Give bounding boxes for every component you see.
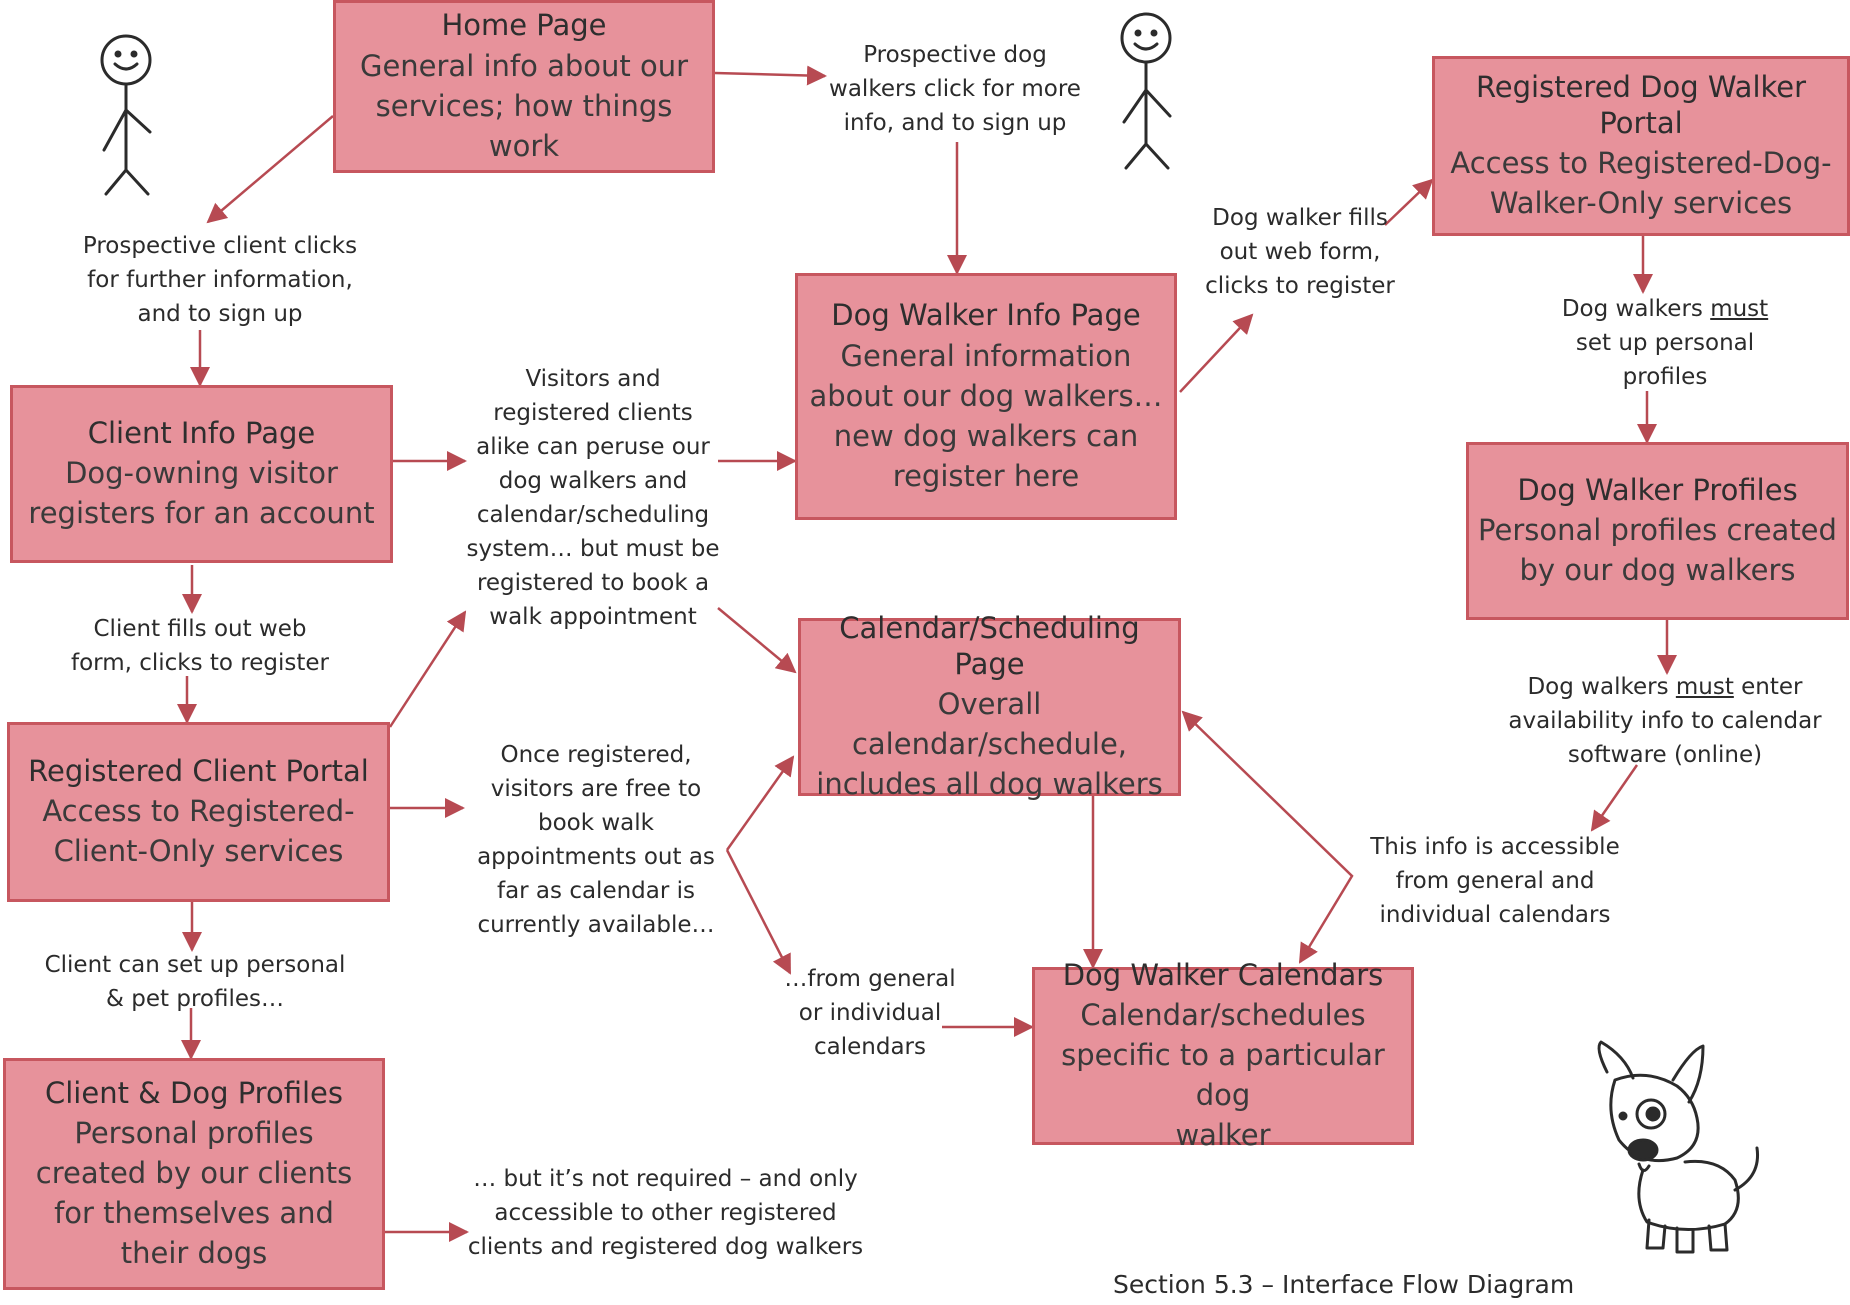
arrow-client-portal-to-visitors-note <box>388 610 467 728</box>
arrow-visitors-note-to-calendar <box>717 607 797 674</box>
dog-walker-profiles-body: Personal profiles created by our dog wal… <box>1478 513 1837 588</box>
arrow-walker-calendars-to-calendar <box>1181 710 1354 964</box>
note-from-general: …from general or individual calendars <box>784 966 956 1061</box>
dog-walker-info-page-box: Dog Walker Info Page General information… <box>795 273 1177 520</box>
arrow-once-registered-to-from-general <box>725 849 792 975</box>
arrow-availability-to-info-accessible <box>1590 764 1639 832</box>
arrow-walker-info-to-form-note <box>1179 313 1254 393</box>
dog-walker-calendars-box: Dog Walker Calendars Calendar/schedules … <box>1032 958 1414 1152</box>
registered-dog-walker-portal-title: Registered Dog Walker Portal <box>1475 69 1807 140</box>
note-walker-fills-form: Dog walker fills out web form, clicks to… <box>1205 205 1395 300</box>
arrow-home-to-client-note <box>206 115 334 224</box>
registered-client-portal-title: Registered Client Portal <box>28 753 369 788</box>
note-walkers-must-profiles-after: set up personal profiles <box>1575 330 1755 391</box>
note-visitors-peruse: Visitors and registered clients alike ca… <box>466 366 720 631</box>
calendar-scheduling-page-title: Calendar/Scheduling Page <box>839 610 1140 681</box>
note-client-setup-profiles: Client can set up personal & pet profile… <box>44 952 346 1013</box>
home-page-title: Home Page <box>441 8 607 43</box>
note-walkers-must-availability-after: enter availability info to calendar soft… <box>1508 674 1822 769</box>
arrow-walker-form-note-to-walker-portal <box>1384 178 1434 226</box>
diagram-caption: Section 5.3 – Interface Flow Diagram <box>1113 1270 1575 1299</box>
home-page-box: Home Page General info about our service… <box>333 0 715 173</box>
note-walkers-must-availability-emphasis: must <box>1675 674 1734 700</box>
arrow-home-to-walker-note <box>714 65 827 86</box>
stick-figure-client-icon <box>100 34 152 196</box>
cartoon-dog-icon <box>1597 1040 1760 1254</box>
registered-dog-walker-portal-body: Access to Registered-Dog- Walker-Only se… <box>1450 146 1832 221</box>
note-walkers-must-profiles: Dog walkers must set up personal profile… <box>1530 292 1800 394</box>
note-prospective-walkers: Prospective dog walkers click for more i… <box>829 42 1081 137</box>
calendar-scheduling-page-box: Calendar/Scheduling Page Overall calenda… <box>798 611 1181 801</box>
note-walkers-must-availability: Dog walkers must enter availability info… <box>1495 670 1835 772</box>
note-walkers-must-profiles-before: Dog walkers <box>1561 296 1711 322</box>
client-dog-profiles-body: Personal profiles created by our clients… <box>35 1116 353 1271</box>
client-dog-profiles-title: Client & Dog Profiles <box>45 1075 343 1110</box>
dog-walker-calendars-title: Dog Walker Calendars <box>1062 957 1384 992</box>
dog-walker-info-page-title: Dog Walker Info Page <box>831 298 1141 333</box>
client-dog-profiles-box: Client & Dog Profiles Personal profiles … <box>3 1058 385 1290</box>
home-page-body: General info about our services; how thi… <box>359 48 689 163</box>
registered-client-portal-box: Registered Client Portal Access to Regis… <box>7 722 390 902</box>
note-info-accessible: This info is accessible from general and… <box>1370 834 1620 929</box>
stick-figure-walker-icon <box>1120 12 1172 170</box>
dog-walker-profiles-title: Dog Walker Profiles <box>1517 472 1798 507</box>
client-info-page-body: Dog-owning visitor registers for an acco… <box>28 456 375 531</box>
calendar-scheduling-page-body: Overall calendar/schedule, includes all … <box>816 687 1163 802</box>
note-walkers-must-availability-before: Dog walkers <box>1527 674 1676 700</box>
client-info-page-box: Client Info Page Dog-owning visitor regi… <box>10 385 393 563</box>
note-once-registered: Once registered, visitors are free to bo… <box>477 742 715 939</box>
dog-walker-calendars-body: Calendar/schedules specific to a particu… <box>1061 998 1385 1153</box>
dog-walker-profiles-box: Dog Walker Profiles Personal profiles cr… <box>1466 442 1849 620</box>
registered-client-portal-body: Access to Registered- Client-Only servic… <box>42 794 355 869</box>
note-client-fills-form: Client fills out web form, clicks to reg… <box>70 616 330 677</box>
note-walkers-must-profiles-emphasis: must <box>1710 296 1769 322</box>
client-info-page-title: Client Info Page <box>87 415 316 450</box>
note-not-required: … but it’s not required – and only acces… <box>467 1166 864 1261</box>
dog-walker-info-page-body: General information about our dog walker… <box>809 338 1163 493</box>
note-prospective-client: Prospective client clicks for further in… <box>82 233 358 328</box>
registered-dog-walker-portal-box: Registered Dog Walker Portal Access to R… <box>1432 56 1850 236</box>
arrow-once-registered-to-calendar <box>725 755 795 851</box>
